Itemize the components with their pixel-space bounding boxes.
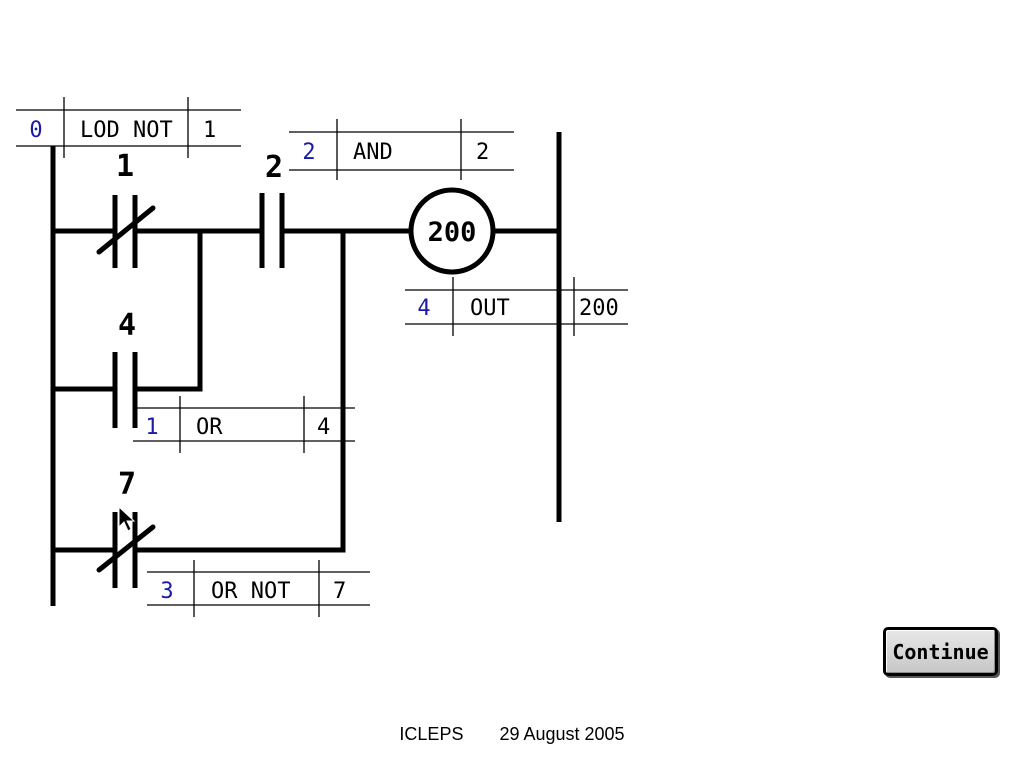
step-number: 1 xyxy=(145,415,158,440)
step-number: 2 xyxy=(302,140,315,165)
contact-7-nc: 7 xyxy=(96,467,156,588)
instruction-opcode: LOD NOT xyxy=(80,118,173,143)
instruction-opcode: OR NOT xyxy=(211,579,290,604)
contact-1-nc: 1 xyxy=(96,149,156,268)
mouse-pointer-icon xyxy=(118,505,136,532)
footer-title: ICLEPS xyxy=(399,724,464,744)
instruction-operand: 7 xyxy=(333,579,346,604)
contact-4-no: 4 xyxy=(112,308,138,428)
contact-2-no: 2 xyxy=(259,150,285,268)
contact-1-label: 1 xyxy=(116,149,134,184)
instruction-operand: 2 xyxy=(476,140,489,165)
footer: ICLEPS 29 August 2005 xyxy=(0,724,1024,745)
instruction-operand: 200 xyxy=(579,296,619,321)
step-number: 0 xyxy=(29,118,42,143)
instruction-step-0: 0 LOD NOT 1 xyxy=(16,97,241,158)
coil-label: 200 xyxy=(428,217,477,248)
instruction-opcode: AND xyxy=(353,140,393,165)
instruction-opcode: OR xyxy=(196,415,223,440)
instruction-step-2: 2 AND 2 xyxy=(289,119,514,180)
instruction-opcode: OUT xyxy=(470,296,510,321)
contact-7-label: 7 xyxy=(118,467,136,502)
instruction-step-3: 3 OR NOT 7 xyxy=(147,560,370,617)
rung-wiring xyxy=(50,228,562,553)
contact-2-label: 2 xyxy=(265,150,283,185)
step-number: 3 xyxy=(160,579,173,604)
instruction-step-4: 4 OUT 200 xyxy=(405,277,628,336)
instruction-step-1: 1 OR 4 xyxy=(133,396,355,453)
footer-date: 29 August 2005 xyxy=(499,724,625,744)
continue-button[interactable]: Continue xyxy=(883,627,998,676)
output-coil: 200 xyxy=(408,187,496,275)
instruction-operand: 4 xyxy=(317,415,330,440)
contact-4-label: 4 xyxy=(118,308,136,343)
step-number: 4 xyxy=(417,296,430,321)
instruction-operand: 1 xyxy=(203,118,216,143)
